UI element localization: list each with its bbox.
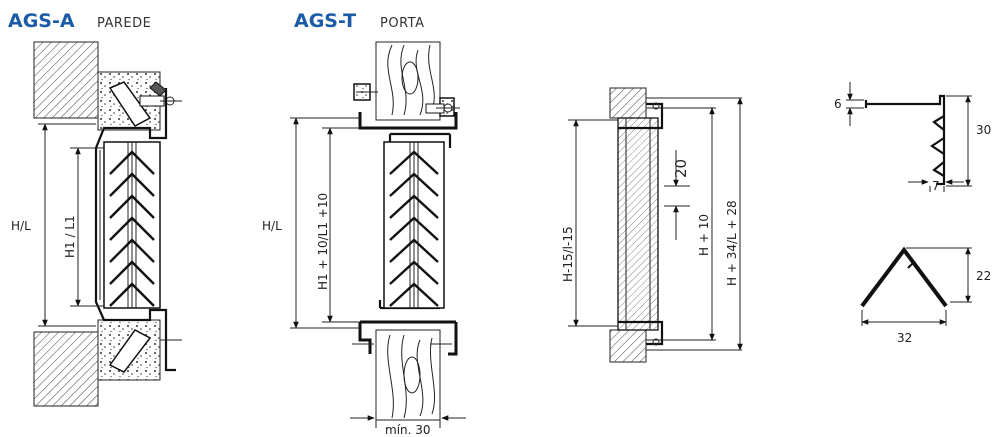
ags-a-header: AGS-A PAREDE: [8, 10, 151, 32]
profile-shape: [864, 94, 946, 186]
ags-a-drawing: H/L H1 / L1: [11, 41, 182, 407]
ags-t-drawing: H/L H1 + 10/L1 +10 mín. 30: [262, 41, 466, 437]
profile-dim-height: 30: [976, 123, 991, 137]
frame-top: [358, 112, 458, 130]
section-view: H-15/l-15 H + 10 H + 34/L + 28 20: [561, 87, 743, 363]
section-dim-pitch: 20: [672, 159, 690, 178]
blade-chevron: [389, 216, 439, 241]
blade-chevron: [109, 216, 155, 241]
blade-chevron: [389, 172, 439, 197]
profile-dim-lip: 7: [932, 179, 940, 193]
section-dim-c: H + 34/L + 28: [725, 200, 739, 286]
ags-a-mount: PAREDE: [97, 16, 151, 31]
profile-dim-flange: 6: [834, 97, 842, 111]
blade-chevron: [389, 194, 439, 219]
anchor-top: [108, 81, 152, 127]
profile-detail: 6 30 7: [834, 82, 991, 193]
anchor-bottom: [108, 329, 152, 373]
louvre-blades: [109, 150, 155, 307]
blade-chevron: [109, 172, 155, 197]
frame-bottom: [358, 320, 458, 356]
ags-a-dim-height: H/L: [11, 219, 31, 233]
section-louvre: [617, 117, 659, 331]
ags-t-header: AGS-T PORTA: [294, 10, 424, 32]
blade-chevron: [109, 238, 155, 263]
blade-shape: [860, 246, 948, 308]
blade-chevron: [389, 282, 439, 307]
ags-a-code: AGS-A: [8, 10, 75, 32]
blade-detail: 22 32: [860, 246, 991, 345]
blade-dim-height: 22: [976, 269, 991, 283]
blade-chevron: [389, 238, 439, 263]
ags-t-mount: PORTA: [380, 16, 424, 31]
blade-chevron: [109, 150, 155, 175]
wall-top-hatch: [33, 41, 99, 119]
ags-t-code: AGS-T: [294, 10, 356, 32]
section-dim-a: H-15/l-15: [561, 226, 575, 282]
section-wall-top: [609, 87, 647, 119]
ags-t-dim-height: H/L: [262, 219, 282, 233]
blade-chevron: [109, 282, 155, 307]
ags-t-dim-min: mín. 30: [385, 423, 431, 437]
ags-t-dim-inner: H1 + 10/L1 +10: [316, 193, 330, 290]
ags-a-dim-inner: H1 / L1: [63, 215, 77, 258]
blade-chevron: [389, 150, 439, 175]
frame-profile: [94, 88, 168, 358]
blade-chevron: [109, 194, 155, 219]
door-wood-top: [375, 41, 441, 121]
section-dim-b: H + 10: [697, 214, 711, 256]
blade-chevron: [389, 260, 439, 285]
blade-dim-width: 32: [897, 331, 912, 345]
wall-bottom-hatch: [33, 331, 99, 407]
louvre-blades-t: [389, 150, 439, 307]
section-wall-bottom: [609, 329, 647, 363]
blade-chevron: [109, 260, 155, 285]
